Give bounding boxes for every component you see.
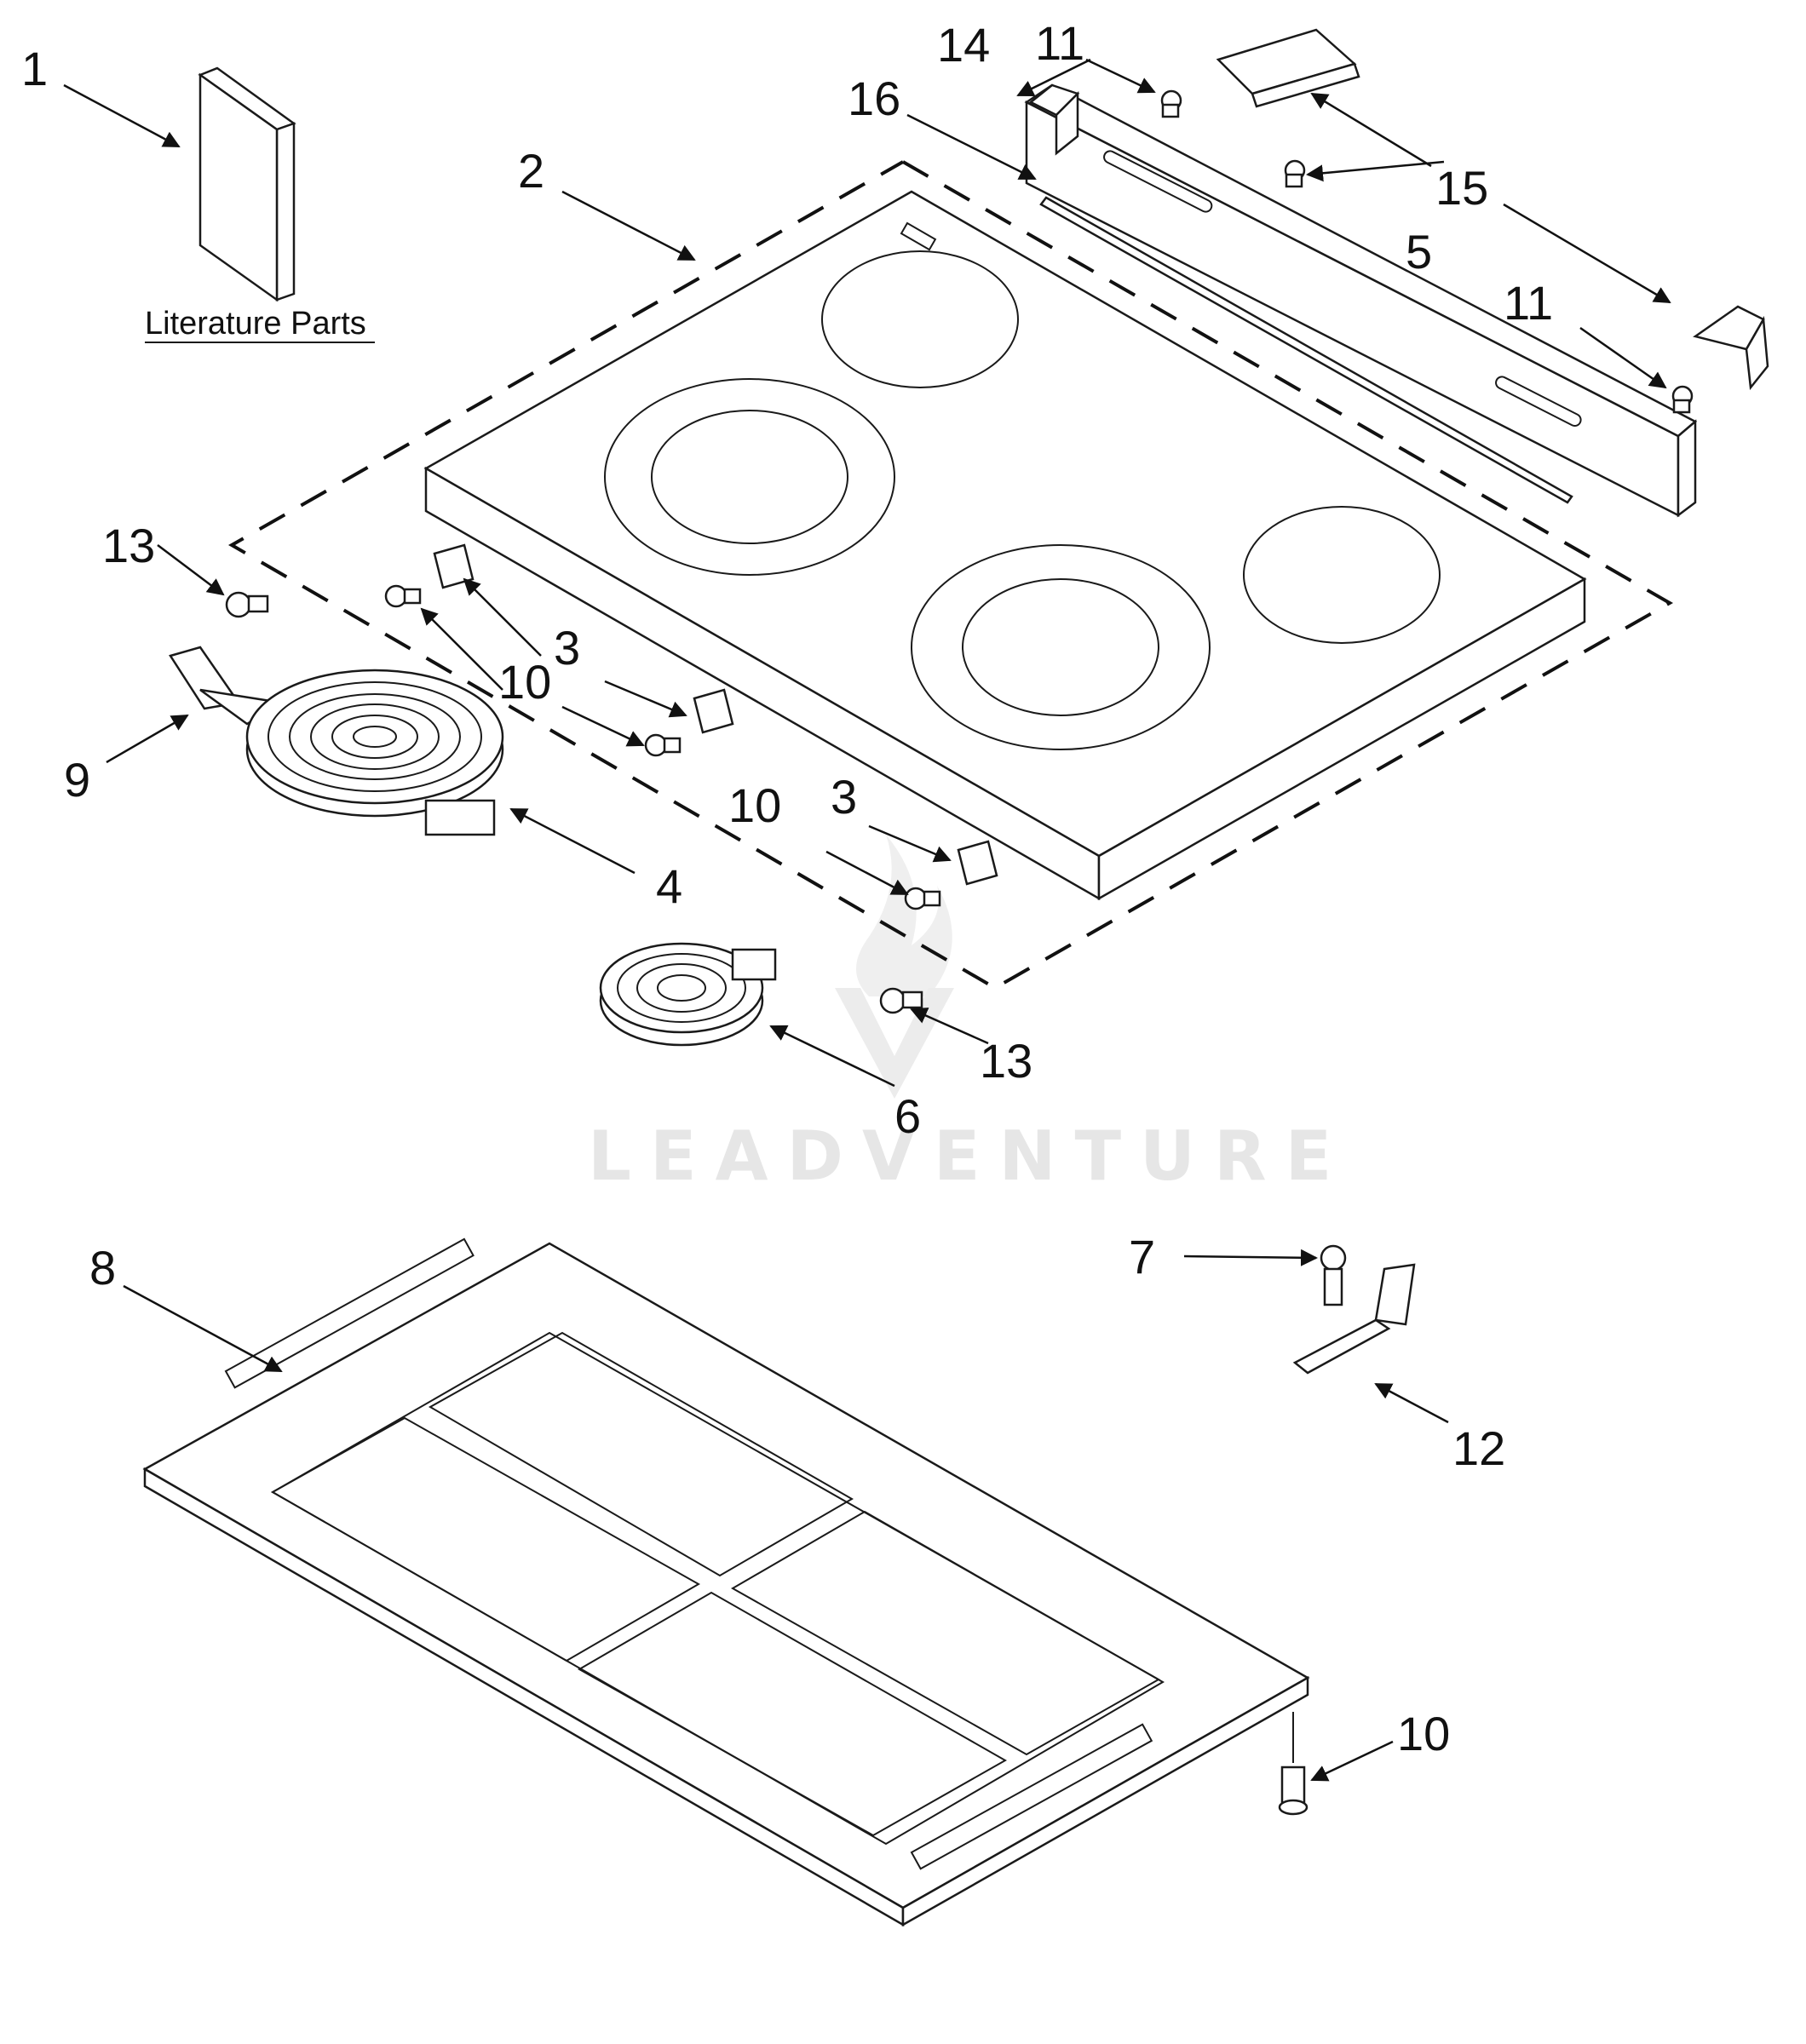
callout-13b: 13 xyxy=(980,1034,1032,1088)
literature-booklet: Literature Parts xyxy=(145,66,375,343)
callout-3b: 3 xyxy=(831,770,857,824)
literature-parts-label: Literature Parts xyxy=(145,306,366,342)
screw-10-bottom xyxy=(1278,1712,1308,1816)
bracket-3-middle xyxy=(693,688,734,734)
callout-4: 4 xyxy=(656,859,682,913)
callout-1: 1 xyxy=(21,42,48,95)
screw-10-middle xyxy=(644,733,682,757)
cooktop-glass xyxy=(423,190,1587,901)
burner-ring-front-right-outer xyxy=(911,544,1211,750)
burner-ring-rear-right xyxy=(1243,506,1441,644)
screw-5 xyxy=(1284,159,1306,188)
callout-12: 12 xyxy=(1452,1421,1505,1475)
end-cap-left xyxy=(1028,83,1080,156)
screw-11a xyxy=(1160,89,1182,118)
rear-trim-bracket xyxy=(1024,83,1698,518)
bracket-3-lower xyxy=(957,840,998,886)
callout-3a: 3 xyxy=(554,621,580,675)
watermark-text: LEADVENTURE xyxy=(588,1117,1350,1196)
callout-10a: 10 xyxy=(498,655,551,709)
screw-13-right xyxy=(879,987,923,1014)
callout-11b: 11 xyxy=(1504,276,1553,330)
element-bracket xyxy=(169,646,285,726)
screw-13-left xyxy=(225,591,269,618)
leader-lines xyxy=(63,58,1671,1782)
callout-16: 16 xyxy=(848,72,900,125)
trim-clip-right xyxy=(1693,305,1769,391)
callout-8: 8 xyxy=(89,1241,116,1295)
callout-13a: 13 xyxy=(102,519,155,572)
callout-14: 14 xyxy=(937,18,990,72)
small-radiant-element xyxy=(599,942,777,1047)
large-radiant-element xyxy=(245,669,504,836)
screw-7 xyxy=(1320,1244,1347,1306)
burner-ring-rear-left xyxy=(821,250,1019,388)
callout-2: 2 xyxy=(518,144,544,198)
mounting-bracket xyxy=(1292,1263,1416,1375)
trim-strip xyxy=(1039,196,1573,504)
assembly-dashed-outline xyxy=(227,160,1674,990)
burner-ring-front-left-inner xyxy=(651,410,848,544)
burner-ring-front-right-inner xyxy=(962,578,1159,716)
callout-6: 6 xyxy=(894,1089,921,1143)
burner-box xyxy=(142,1237,1310,1927)
callout-9: 9 xyxy=(64,753,90,807)
watermark-logo: LEADVENTURE xyxy=(588,835,1350,1196)
callout-10b: 10 xyxy=(728,778,781,832)
callout-labels: 1 2 14 11 16 15 5 11 13 3 10 9 10 3 4 13… xyxy=(21,16,1553,1760)
trim-clip-top xyxy=(1216,28,1360,108)
callout-7: 7 xyxy=(1129,1230,1155,1283)
callout-10c: 10 xyxy=(1397,1707,1450,1760)
screw-10-top xyxy=(384,584,422,608)
burner-ring-front-left-outer xyxy=(604,378,895,576)
screw-10-lower xyxy=(904,887,941,910)
callout-5: 5 xyxy=(1406,225,1432,278)
callout-15: 15 xyxy=(1435,161,1488,215)
callout-11a: 11 xyxy=(1035,16,1084,70)
screw-11b xyxy=(1671,385,1694,414)
